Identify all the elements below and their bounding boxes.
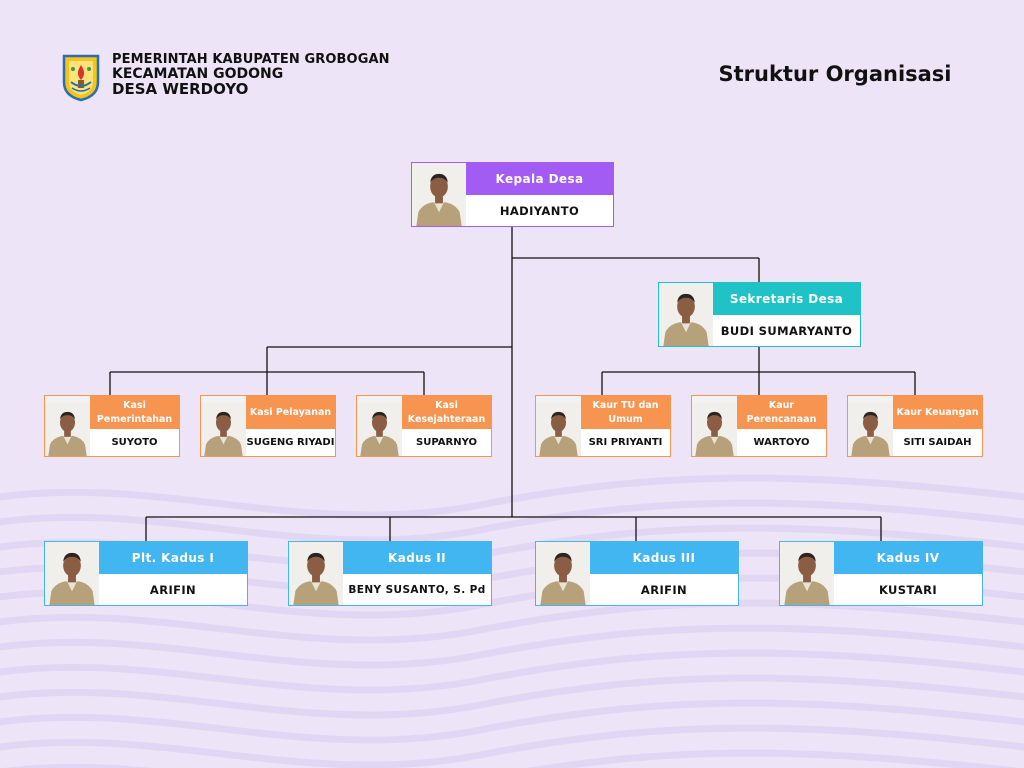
role-sekretaris-desa: Sekretaris Desa [713, 283, 860, 315]
name-kaur-keuangan: SITI SAIDAH [903, 437, 972, 448]
person-photo-icon [659, 283, 713, 346]
card-kasi-pelayanan: Kasi Pelayanan SUGENG RIYADI [200, 395, 336, 457]
card-kadus-2: Kadus II BENY SUSANTO, S. Pd [288, 541, 492, 606]
role-kepala-desa: Kepala Desa [466, 163, 613, 195]
name-kasi-kesejahteraan: SUPARNYO [416, 437, 477, 448]
name-sekretaris-desa: BUDI SUMARYANTO [720, 323, 853, 338]
name-kadus-4: KUSTARI [878, 582, 938, 597]
role-kaur-tu-umum: Kaur TU dan Umum [581, 396, 670, 429]
card-kaur-perencanaan: Kaur Perencanaan WARTOYO [691, 395, 827, 457]
card-sekretaris-desa: Sekretaris Desa BUDI SUMARYANTO [658, 282, 861, 347]
header-organization: PEMERINTAH KABUPATEN GROBOGAN KECAMATAN … [112, 53, 390, 97]
person-photo-icon [692, 402, 737, 456]
name-kaur-perencanaan: WARTOYO [753, 437, 810, 448]
photo-kepala-desa [412, 163, 466, 226]
card-kadus-1: Plt. Kadus I ARIFIN [44, 541, 248, 606]
name-kadus-2: BENY SUSANTO, S. Pd [348, 583, 486, 596]
role-kasi-kesejahteraan: Kasi Kesejahteraan [402, 396, 491, 429]
photo-kadus-4 [780, 542, 834, 605]
card-kasi-kesejahteraan: Kasi Kesejahteraan SUPARNYO [356, 395, 492, 457]
header-line-regency: PEMERINTAH KABUPATEN GROBOGAN [112, 52, 390, 67]
role-kadus-2: Kadus II [343, 542, 491, 574]
photo-kasi-pelayanan [201, 396, 246, 456]
role-kadus-1: Plt. Kadus I [99, 542, 247, 574]
person-photo-icon [780, 542, 834, 605]
name-kasi-pemerintahan: SUYOTO [111, 437, 158, 448]
person-photo-icon [536, 542, 590, 605]
grobogan-regency-emblem [62, 54, 100, 102]
photo-kaur-tu-umum [536, 396, 581, 456]
name-kasi-pelayanan: SUGENG RIYADI [246, 437, 335, 448]
person-photo-icon [45, 402, 90, 456]
photo-kadus-1 [45, 542, 99, 605]
card-kaur-keuangan: Kaur Keuangan SITI SAIDAH [847, 395, 983, 457]
role-kadus-4: Kadus IV [834, 542, 982, 574]
card-kasi-pemerintahan: Kasi Pemerintahan SUYOTO [44, 395, 180, 457]
person-photo-icon [848, 402, 893, 456]
photo-sekretaris-desa [659, 283, 713, 346]
photo-kaur-perencanaan [692, 396, 737, 456]
role-kasi-pemerintahan: Kasi Pemerintahan [90, 396, 179, 429]
person-photo-icon [357, 402, 402, 456]
card-kaur-tu-umum: Kaur TU dan Umum SRI PRIYANTI [535, 395, 671, 457]
person-photo-icon [412, 163, 466, 226]
person-photo-icon [201, 402, 246, 456]
header-line-village: DESA WERDOYO [112, 80, 249, 98]
header-line-district: KECAMATAN GODONG [112, 66, 284, 82]
name-kadus-1: ARIFIN [149, 582, 197, 597]
page-title: Struktur Organisasi [718, 62, 952, 86]
card-kadus-3: Kadus III ARIFIN [535, 541, 739, 606]
name-kaur-tu-umum: SRI PRIYANTI [588, 437, 663, 448]
role-kaur-perencanaan: Kaur Perencanaan [737, 396, 826, 429]
photo-kasi-kesejahteraan [357, 396, 402, 456]
role-kadus-3: Kadus III [590, 542, 738, 574]
role-kasi-pelayanan: Kasi Pelayanan [246, 396, 335, 429]
person-photo-icon [289, 542, 343, 605]
person-photo-icon [45, 542, 99, 605]
photo-kasi-pemerintahan [45, 396, 90, 456]
name-kepala-desa: HADIYANTO [499, 203, 580, 218]
photo-kaur-keuangan [848, 396, 893, 456]
card-kepala-desa: Kepala Desa HADIYANTO [411, 162, 614, 227]
photo-kadus-3 [536, 542, 590, 605]
name-kadus-3: ARIFIN [640, 582, 688, 597]
card-kadus-4: Kadus IV KUSTARI [779, 541, 983, 606]
person-photo-icon [536, 402, 581, 456]
role-kaur-keuangan: Kaur Keuangan [893, 396, 982, 429]
photo-kadus-2 [289, 542, 343, 605]
